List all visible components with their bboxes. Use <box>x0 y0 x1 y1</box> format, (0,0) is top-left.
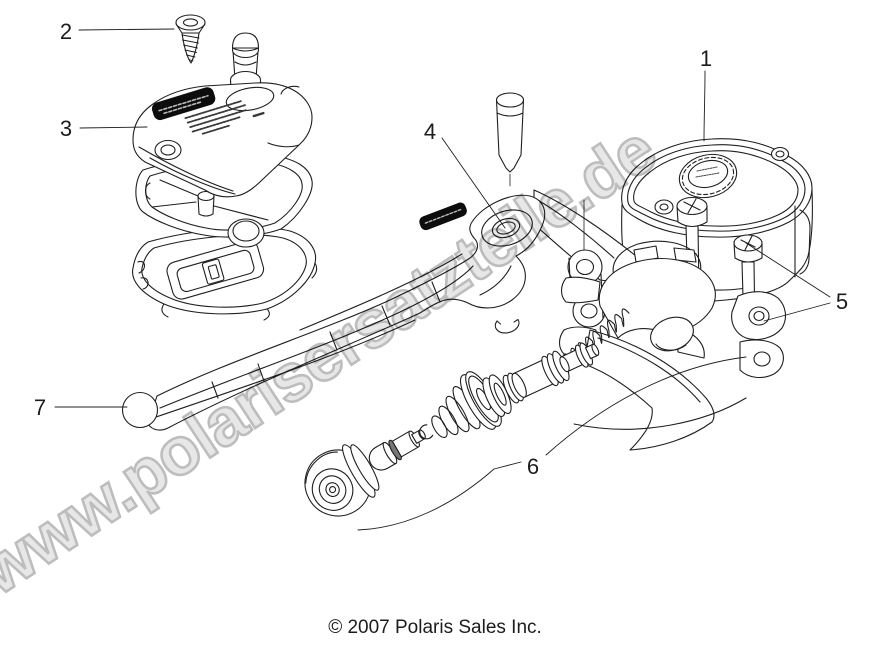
leader-6a <box>358 462 521 530</box>
callout-4: 4 <box>424 119 436 144</box>
part-2-cover-screw <box>176 15 205 63</box>
reservoir-cap <box>675 149 741 204</box>
cover-polaris-badge <box>151 86 216 121</box>
lever-ball-end <box>123 393 158 428</box>
cover-gasket <box>133 228 317 320</box>
conical-spring <box>421 383 484 447</box>
callout-labels: 1 2 3 4 5 6 7 <box>34 19 848 479</box>
cover-plug-knob <box>231 33 261 91</box>
part-1-master-cylinder-body <box>622 139 813 301</box>
callout-3: 3 <box>60 116 72 141</box>
part-6-piston-group <box>479 330 607 419</box>
leader-5a <box>746 243 830 297</box>
part-3-reservoir-cover <box>133 83 312 197</box>
leader-2 <box>79 29 174 30</box>
lever-pivot-boss <box>477 204 537 252</box>
leader-6b <box>546 357 746 455</box>
leader-4 <box>442 138 505 228</box>
part-7-brake-lever <box>123 195 545 430</box>
callout-7: 7 <box>34 395 46 420</box>
reservoir-screw-boss <box>772 148 789 161</box>
circlip <box>495 320 519 333</box>
leader-1 <box>704 71 705 141</box>
retainer-wire <box>417 424 433 441</box>
clamp-right-boss <box>732 292 786 340</box>
body-ear <box>655 200 673 214</box>
leader-3 <box>80 127 147 128</box>
copyright-text: © 2007 Polaris Sales Inc. <box>328 617 542 638</box>
part-4-pivot-pin <box>497 93 524 186</box>
callout-5: 5 <box>836 289 848 314</box>
handlebar-clamp-block <box>560 241 786 450</box>
leader-5b <box>764 303 830 321</box>
pushrod <box>365 423 430 475</box>
callout-1: 1 <box>700 46 712 71</box>
leader-lines <box>55 29 830 530</box>
cover-warning-text <box>185 96 264 137</box>
diaphragm-boss <box>228 219 264 247</box>
callout-2: 2 <box>60 19 72 44</box>
lever-polaris-badge <box>418 202 467 231</box>
callout-6: 6 <box>527 454 539 479</box>
washer-disc <box>454 367 508 434</box>
part-6-boot-group <box>293 365 509 528</box>
